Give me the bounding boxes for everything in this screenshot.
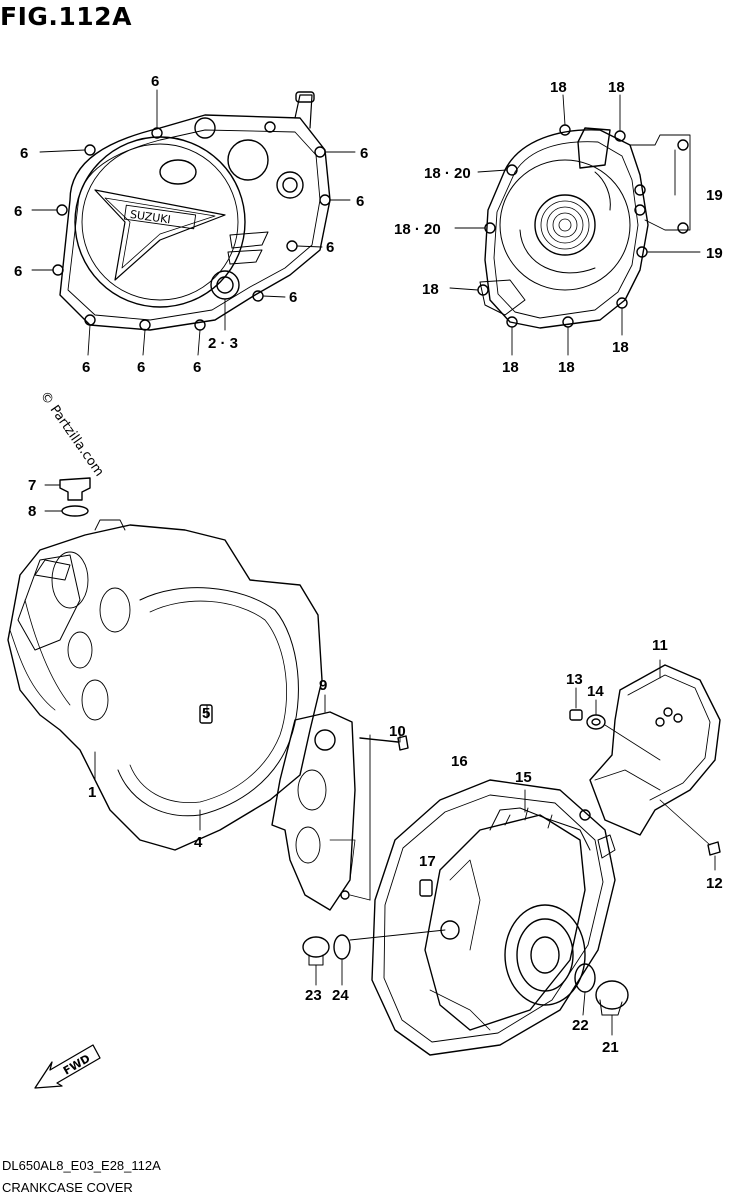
callout-label: 6	[356, 193, 364, 210]
callout-label: 12	[706, 875, 723, 892]
o-ring-22	[574, 963, 596, 1016]
callout-label: 18	[608, 79, 625, 96]
callout-label: 13	[566, 671, 583, 688]
bolt-13	[569, 687, 583, 721]
figure-title: FIG.112A	[0, 2, 132, 31]
callout-label: 16	[451, 753, 468, 770]
callout-label: 6	[326, 239, 334, 256]
callout-label: 15	[515, 769, 532, 786]
callout-label: 1	[88, 784, 96, 801]
collar-14	[586, 699, 661, 761]
crankcase-assembly	[7, 519, 323, 851]
callout-label: 6	[193, 359, 201, 376]
generator-cover	[449, 94, 701, 356]
callout-label: 21	[602, 1039, 619, 1056]
callout-label: 23	[305, 987, 322, 1004]
bolt	[359, 727, 409, 751]
diagram-code: DL650AL8_E03_E28_112A	[2, 1158, 161, 1173]
diagram-name: CRANKCASE COVER	[2, 1180, 133, 1195]
callout-label: 5	[202, 705, 210, 722]
callout-label: 7	[28, 477, 36, 494]
callout-label: 18 · 20	[424, 165, 471, 182]
callout-label: 9	[319, 677, 327, 694]
callout-label: 18	[550, 79, 567, 96]
callout-label: 4	[194, 834, 203, 851]
callout-label: 8	[28, 503, 36, 520]
o-ring-24	[333, 934, 351, 986]
callout-label: 6	[14, 203, 22, 220]
callout-label: 18	[558, 359, 575, 376]
callout-label: 18	[422, 281, 439, 298]
callout-label: 18	[502, 359, 519, 376]
fwd-label: FWD	[61, 1052, 92, 1078]
oil-filler-cap	[44, 477, 91, 501]
callout-label: 19	[706, 245, 723, 262]
clutch-cover: SUZUKI	[31, 89, 356, 356]
callout-label: 6	[360, 145, 368, 162]
callout-label: 24	[332, 987, 349, 1004]
brand-text: SUZUKI	[129, 208, 171, 227]
dowel-pin-17	[419, 879, 433, 897]
plug-21	[595, 980, 629, 1036]
callout-label: 6	[20, 145, 28, 162]
watermark-text: © Partzilla.com	[37, 389, 107, 480]
bolt-12	[659, 799, 721, 871]
callout-label: 6	[137, 359, 145, 376]
callout-label: 11	[652, 637, 668, 654]
forward-arrow-icon: FWD	[34, 1044, 101, 1089]
callout-label: 14	[587, 683, 604, 700]
callout-label: 19	[706, 187, 723, 204]
callout-label: 6	[82, 359, 90, 376]
callout-label: 6	[289, 289, 297, 306]
dowel-pin-5	[199, 704, 213, 724]
callout-label: 22	[572, 1017, 589, 1034]
generator-housing	[349, 779, 616, 1056]
o-ring	[44, 505, 89, 517]
callout-label: 6	[151, 73, 159, 90]
callout-label: 10	[389, 723, 406, 740]
callout-label: 18	[612, 339, 629, 356]
plug-23	[302, 936, 330, 986]
callout-label: 2 · 3	[208, 335, 238, 352]
gasket	[271, 694, 371, 911]
callout-label: 6	[14, 263, 22, 280]
callout-label: 18 · 20	[394, 221, 441, 238]
sprocket-cover	[589, 659, 721, 836]
callout-label: 17	[419, 853, 436, 870]
